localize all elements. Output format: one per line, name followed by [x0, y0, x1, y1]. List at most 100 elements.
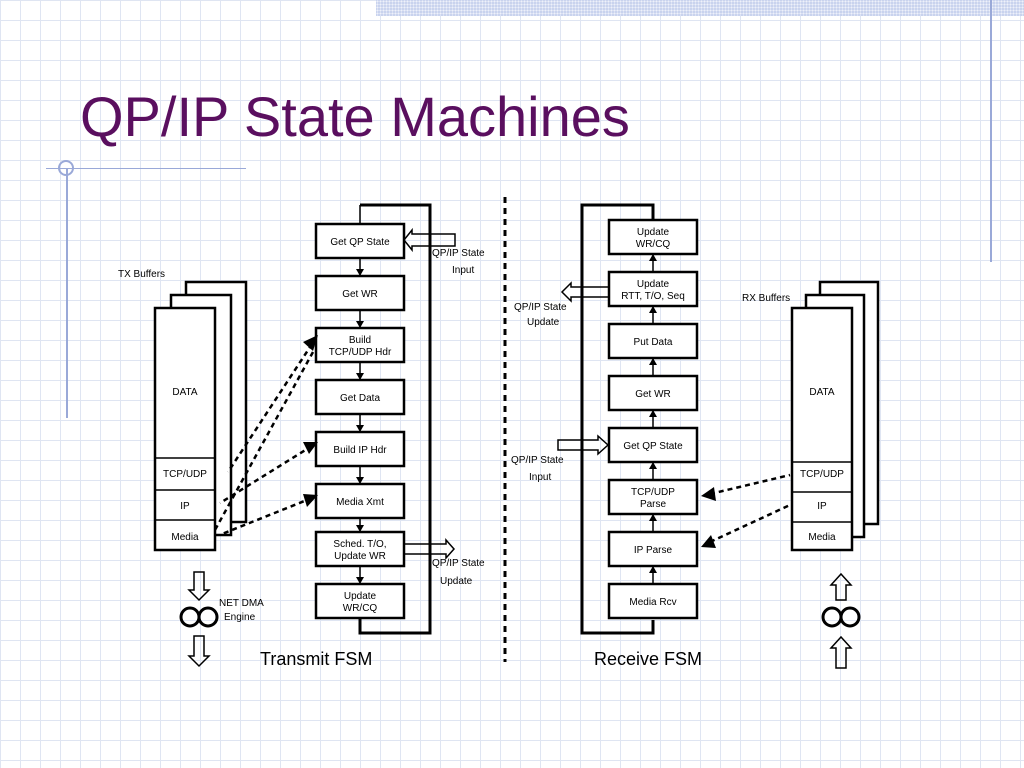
rx-buffer-data-label: DATA [809, 387, 835, 398]
tx-connector-arrowhead [356, 321, 364, 328]
tx-state-update-label: QP/IP State Update [432, 558, 487, 587]
right-decorative-rule [990, 0, 992, 262]
tx-connector-arrowhead [356, 477, 364, 484]
tx-buffer-front [153, 306, 217, 552]
tx-state-label-line: WR/CQ [343, 603, 378, 614]
tx-dma-engine-icon [179, 571, 219, 668]
top-decorative-band [376, 0, 1024, 16]
rx-link-ip [709, 503, 791, 544]
left-decorative-rule [66, 168, 68, 418]
rx-state-label-line: Update [637, 227, 670, 238]
rx-state-label-line: Parse [640, 499, 667, 510]
tx-state-label-line: Get QP State [330, 237, 390, 248]
rx-state-update-arrow [560, 281, 610, 303]
tx-state-label-line: Build IP Hdr [333, 445, 387, 456]
tx-state-label-line: Media Xmt [336, 497, 384, 508]
rx-buffer-tcpudp-label: TCP/UDP [800, 469, 844, 480]
tx-connector-arrowhead [356, 525, 364, 532]
rx-connector-arrowhead [649, 410, 657, 417]
rx-connector-arrowhead [649, 514, 657, 521]
tx-link-extra [213, 351, 315, 531]
transmit-fsm-chain [358, 203, 432, 635]
rx-state-label-line: IP Parse [634, 545, 673, 556]
tx-state-box [314, 378, 406, 416]
tx-state-label: Get WR [342, 289, 378, 300]
tx-state-box [314, 582, 406, 620]
tx-buffer-stack: DATA TCP/UDP IP Media [153, 280, 248, 552]
rx-state-label-line: RTT, T/O, Seq [621, 291, 685, 302]
slide-title: QP/IP State Machines [80, 85, 630, 148]
rx-state-label: Get WR [635, 389, 671, 400]
rx-state-update-label: QP/IP State Update [514, 302, 569, 328]
rx-state-input-label: QP/IP State Input [511, 455, 566, 483]
tx-state-label: Get Data [340, 393, 380, 404]
tx-buffers-label: TX Buffers [118, 269, 165, 280]
tx-link-media [221, 496, 313, 536]
rx-state-box [607, 322, 699, 360]
rx-dma-engine-icon [821, 572, 861, 669]
tx-state-label-line: Update WR [334, 551, 386, 562]
tx-state-label-line: Update [344, 591, 377, 602]
tx-state-box [314, 274, 406, 312]
tx-state-label-line: Get Data [340, 393, 380, 404]
rx-dashed-links [701, 473, 791, 548]
title-underline-rule [46, 168, 246, 169]
tx-connector-arrowhead [356, 373, 364, 380]
tx-dashed-links [213, 335, 318, 536]
net-dma-engine-label: NET DMA Engine [219, 598, 266, 623]
tx-state-label-line: Get WR [342, 289, 378, 300]
rx-link-tcpudp [709, 473, 791, 496]
tx-state-label-line: TCP/UDP Hdr [329, 347, 392, 358]
tx-state-label-line: Build [349, 335, 371, 346]
tx-state-input-arrow [403, 227, 456, 253]
tx-buffer-data-label: DATA [172, 387, 198, 398]
rx-state-label-line: TCP/UDP [631, 487, 675, 498]
tx-state-label: Media Xmt [336, 497, 384, 508]
rx-connector-arrowhead [649, 306, 657, 313]
rx-connector-arrowhead [649, 358, 657, 365]
rx-state-label-line: Media Rcv [629, 597, 676, 608]
net-dma-label-line2: Engine [224, 612, 256, 623]
rx-state-box [607, 530, 699, 568]
rx-buffer-stack: DATA TCP/UDP IP Media [790, 280, 880, 552]
rx-state-label: IP Parse [634, 545, 673, 556]
rx-state-label-line: Get QP State [623, 441, 683, 452]
rx-connector-arrowhead [649, 254, 657, 261]
tx-connector-arrowhead [356, 425, 364, 432]
rx-state-label: Put Data [634, 337, 673, 348]
receive-fsm-chain [580, 203, 655, 635]
tx-buffer-ip-label: IP [180, 501, 190, 512]
rx-state-label-line: Get WR [635, 389, 671, 400]
tx-state-box [314, 482, 406, 520]
rx-state-label-line: Put Data [634, 337, 673, 348]
tx-connector-arrowhead [356, 577, 364, 584]
tx-connector-arrowhead [356, 269, 364, 276]
transmit-fsm-caption: Transmit FSM [260, 649, 372, 669]
receive-fsm-caption: Receive FSM [594, 649, 702, 669]
rx-buffer-front [790, 306, 854, 552]
crosshair-ornament [58, 160, 74, 176]
tx-state-label: Sched. T/O,Update WR [333, 539, 386, 562]
net-dma-label-line1: NET DMA [219, 598, 264, 609]
tx-state-input-label: QP/IP State Input [432, 248, 487, 276]
tx-link-tcpudp [226, 343, 314, 473]
rx-state-input-arrow [557, 434, 610, 456]
tx-state-label-line: Sched. T/O, [333, 539, 386, 550]
tx-buffer-tcpudp-label: TCP/UDP [163, 469, 207, 480]
tx-link-ip [219, 444, 313, 505]
rx-state-box [607, 478, 699, 516]
tx-buffer-media-label: Media [171, 532, 199, 543]
rx-buffer-ip-label: IP [817, 501, 827, 512]
rx-buffers-label: RX Buffers [742, 293, 790, 304]
rx-state-label-line: Update [637, 279, 670, 290]
rx-buffer-media-label: Media [808, 532, 836, 543]
rx-state-box [607, 218, 699, 256]
rx-connector-arrowhead [649, 462, 657, 469]
